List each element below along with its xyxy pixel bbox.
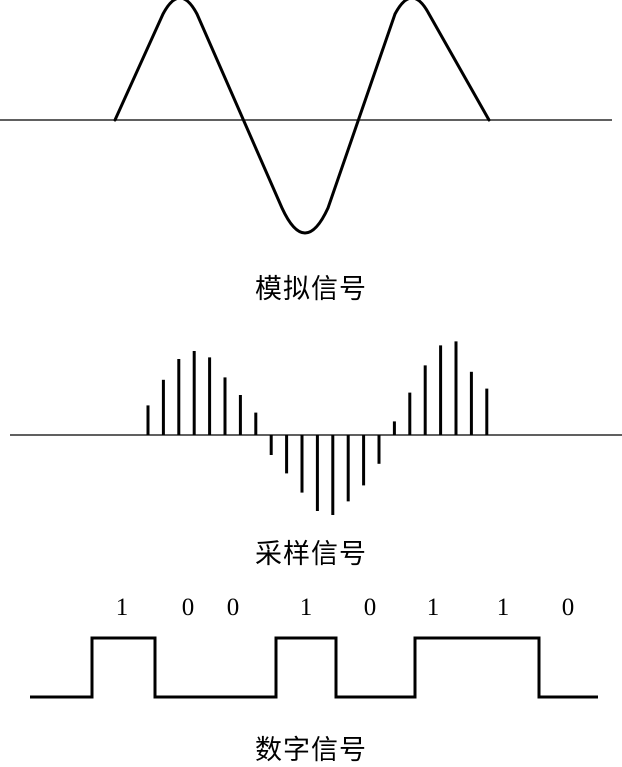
digital-waveform xyxy=(30,636,598,699)
bit-label-4: 1 xyxy=(299,594,313,621)
analog-waveform xyxy=(113,0,491,235)
analog-signal-panel xyxy=(0,0,612,235)
bit-label-1: 1 xyxy=(115,594,129,621)
bit-label-7: 1 xyxy=(496,594,510,621)
bit-label-2: 0 xyxy=(181,594,195,621)
bit-label-5: 0 xyxy=(363,594,377,621)
digital-signal-caption: 数字信号 xyxy=(255,735,367,766)
sampled-signal-caption: 采样信号 xyxy=(255,539,367,570)
bit-label-6: 1 xyxy=(426,594,440,621)
sampled-signal-panel xyxy=(10,341,622,515)
digital-signal-panel xyxy=(30,636,598,699)
bit-label-3: 0 xyxy=(226,594,240,621)
analog-signal-caption: 模拟信号 xyxy=(255,274,367,305)
sample-stems xyxy=(146,341,489,515)
bit-label-8: 0 xyxy=(561,594,575,621)
